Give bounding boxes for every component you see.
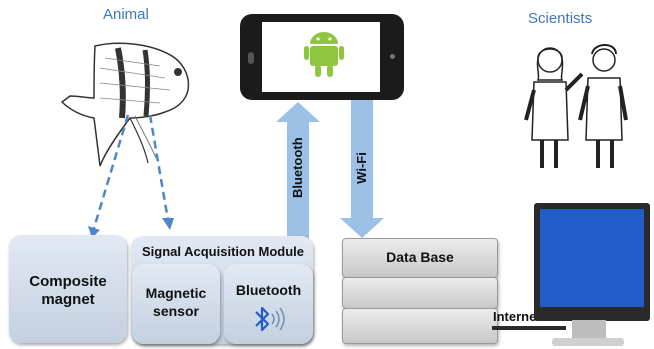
angelfish-illustration [60,42,190,167]
database-slab-middle [342,277,498,309]
signal-acquisition-module: Signal Acquisition Module Magnetic senso… [131,236,313,344]
bluetooth-module-box: Bluetooth [224,264,313,344]
bluetooth-signal-icon [255,306,285,332]
phone-home-button [248,52,254,64]
monitor-stand [572,320,606,342]
composite-magnet-box: Composite magnet [9,235,127,343]
monitor-base [552,338,624,346]
scientists-illustration [524,44,628,168]
wifi-down-arrow [340,100,384,238]
magnetic-sensor-label: Magnetic sensor [145,285,207,319]
database-slab-bottom [342,308,498,344]
sensor-dashed-arrows [88,114,174,238]
composite-magnet-label: Composite magnet [29,273,107,308]
bluetooth-module-label: Bluetooth [235,282,302,298]
animal-caption: Animal [103,6,149,23]
android-icon [304,32,344,77]
bluetooth-up-arrow [276,102,320,242]
phone-camera [390,54,395,59]
scientists-caption: Scientists [528,10,593,27]
magnetic-sensor-box: Magnetic sensor [132,264,220,344]
wifi-link-label: Wi-Fi [354,152,369,184]
signal-acquisition-label: Signal Acquisition Module [141,244,305,259]
monitor-screen [540,209,644,307]
database-label: Data Base [386,249,454,265]
internet-connection-line [492,326,566,330]
monitor [534,203,650,321]
bluetooth-link-label: Bluetooth [290,137,305,198]
database-slab-top: Data Base [342,238,498,278]
internet-link-label: Internet [493,309,541,324]
smartphone [240,14,404,100]
